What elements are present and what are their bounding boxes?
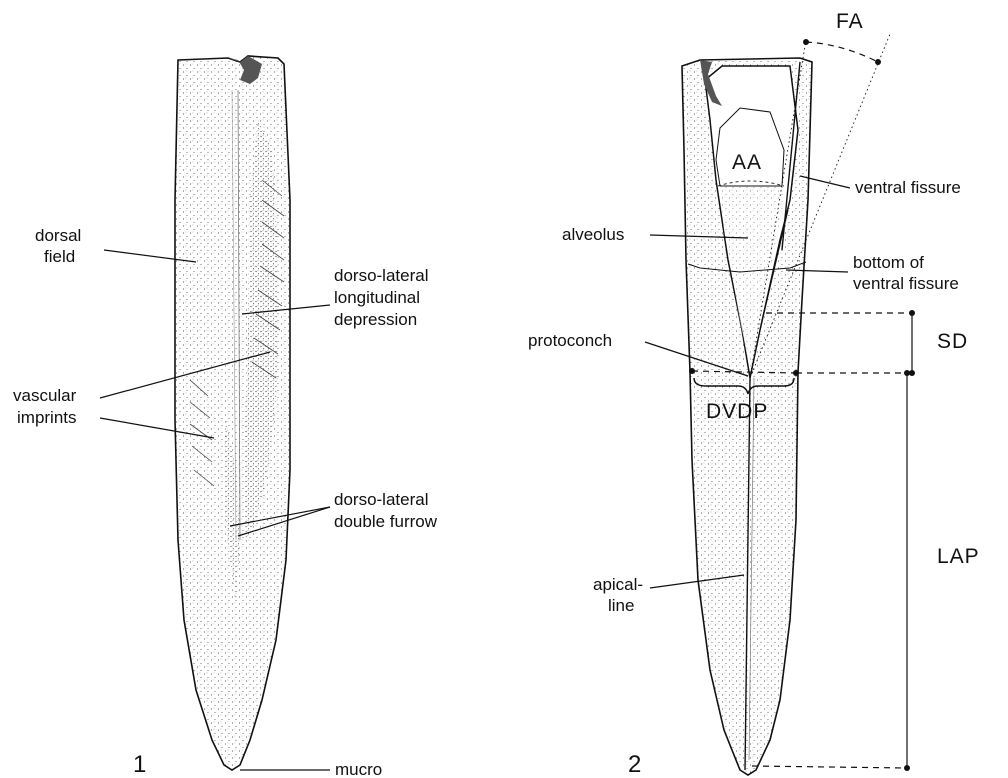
bottom-vf-line-2: ventral fissure (853, 274, 959, 293)
sd-dot-top (909, 310, 915, 316)
apical-line-line-2: line (608, 596, 634, 615)
dorsal-field-label: dorsal field (35, 226, 86, 266)
aa-label: AA (732, 151, 762, 174)
bottom-vf-line-1: bottom of (853, 253, 924, 272)
lap-dot-top (904, 370, 910, 376)
lap-dash-bottom (752, 766, 907, 768)
figure-1-number: 1 (133, 751, 146, 778)
protoconch-label: protoconch (528, 331, 612, 350)
vascular-line-1: vascular (13, 386, 77, 405)
figure-2-number: 2 (628, 751, 641, 778)
dorsal-field-line-1: dorsal (35, 226, 81, 245)
dvdp-label: DVDP (706, 400, 768, 423)
figure-1-rostrum (175, 56, 290, 770)
depression-label: dorso-lateral longitudinal depression (334, 266, 433, 329)
sd-label: SD (937, 330, 968, 353)
fa-dot-left (803, 39, 809, 45)
lap-label: LAP (937, 545, 980, 568)
fissure-angle-arc (806, 42, 878, 62)
dvdp-dot-left (689, 368, 695, 374)
double-furrow-line-2: double furrow (334, 512, 438, 531)
depression-line-3: depression (334, 310, 417, 329)
alveolus-label: alveolus (562, 225, 624, 244)
dvdp-dot-right (793, 370, 799, 376)
apical-line-line-1: apical- (593, 575, 643, 594)
bottom-ventral-fissure-label: bottom of ventral fissure (853, 253, 959, 293)
vascular-imprints-label: vascular imprints (13, 386, 81, 427)
dorsal-field-line-2: field (44, 247, 75, 266)
fa-label: FA (836, 10, 864, 33)
depression-line-1: dorso-lateral (334, 266, 429, 285)
double-furrow-label: dorso-lateral double furrow (334, 490, 438, 531)
double-furrow-line-1: dorso-lateral (334, 490, 429, 509)
depression-line-2: longitudinal (334, 288, 420, 307)
vascular-line-2: imprints (17, 408, 77, 427)
apical-line-label: apical- line (593, 575, 648, 615)
fa-dot-right (875, 59, 881, 65)
mucro-label: mucro (335, 760, 382, 778)
ventral-fissure-label: ventral fissure (855, 178, 961, 197)
